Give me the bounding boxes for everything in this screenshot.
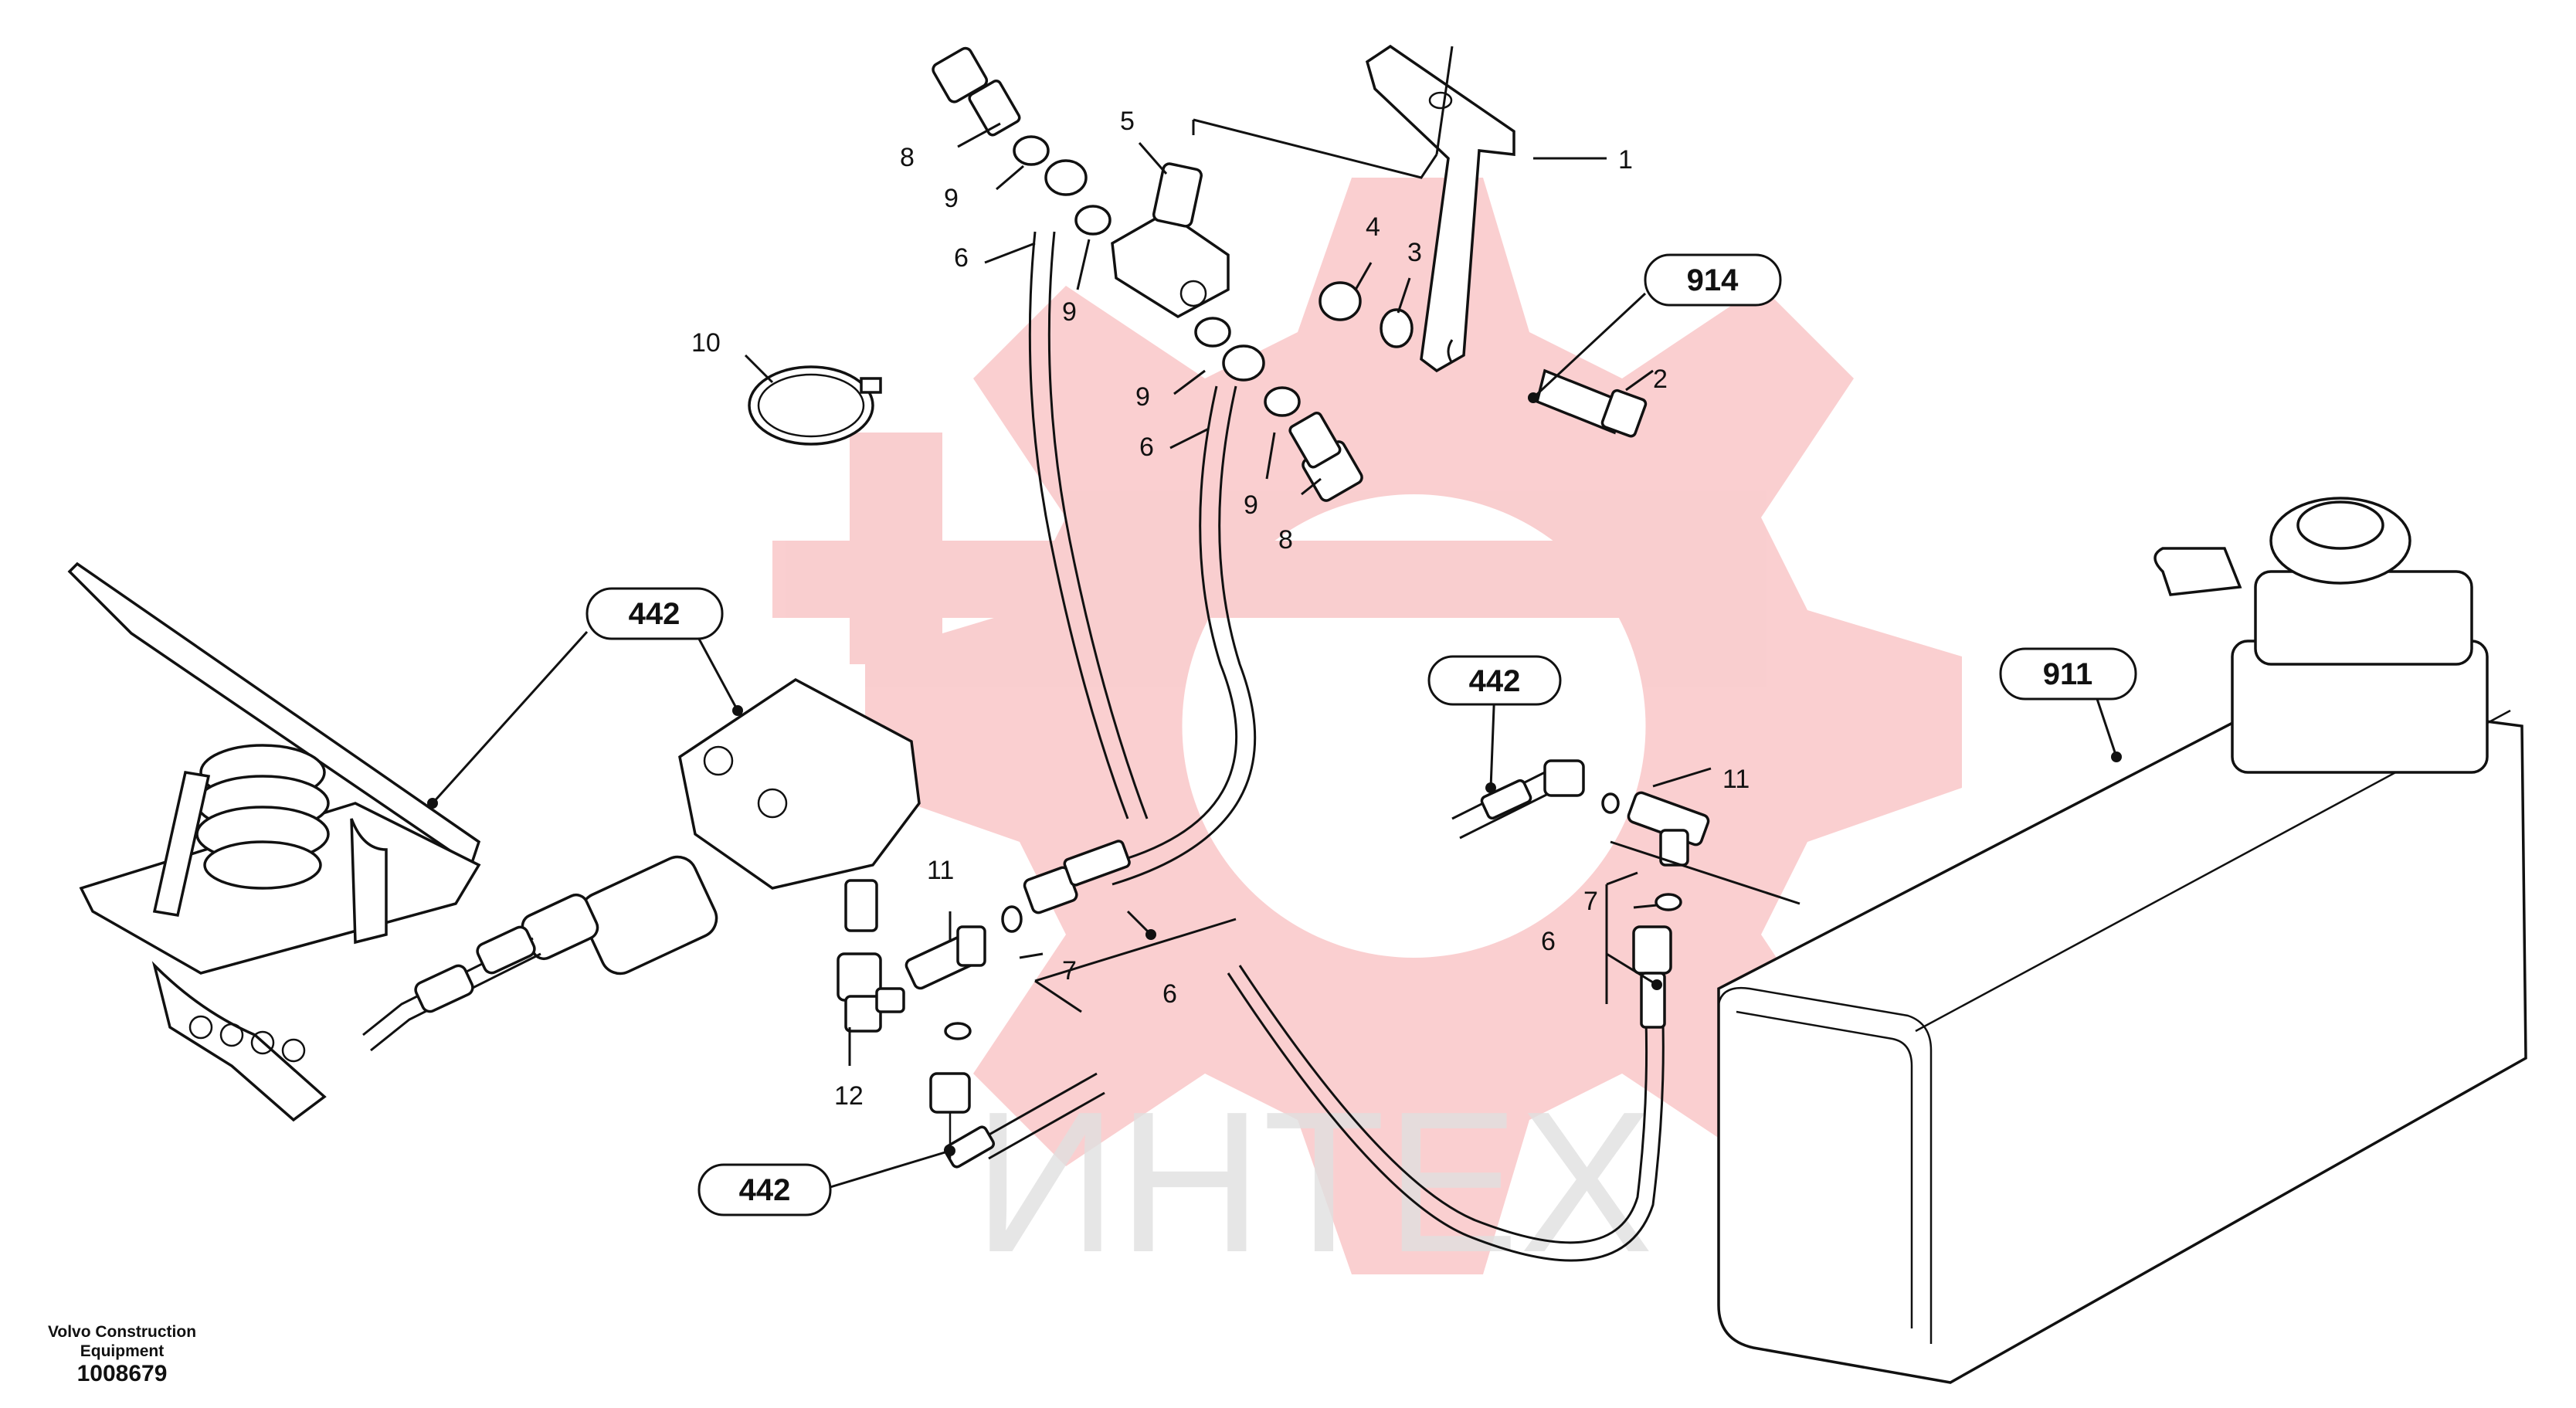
svg-text:12: 12 <box>834 1081 864 1111</box>
callout-labels: 1 2 3 4 5 6 6 6 6 7 7 8 8 9 9 9 9 10 11 … <box>691 107 1750 1111</box>
bracket <box>1365 44 1515 373</box>
svg-text:7: 7 <box>1583 887 1598 916</box>
adapter-fitting <box>844 879 878 932</box>
svg-text:6: 6 <box>954 243 969 273</box>
footer: Volvo Construction Equipment 1008679 <box>22 1322 222 1387</box>
svg-text:9: 9 <box>1244 490 1258 520</box>
watermark-gear-icon <box>772 178 1962 1274</box>
svg-text:9: 9 <box>1135 382 1150 412</box>
tee-fitting-left <box>904 925 986 990</box>
svg-text:10: 10 <box>691 328 721 358</box>
ref-911: 911 <box>1999 647 2137 701</box>
drawing-number: 1008679 <box>76 1361 168 1386</box>
svg-text:442: 442 <box>739 1173 791 1207</box>
elbow-fitting <box>837 952 905 1033</box>
tee-fitting-right <box>1627 791 1710 867</box>
svg-text:7: 7 <box>1062 956 1077 986</box>
fuel-pump <box>2153 497 2489 774</box>
svg-text:914: 914 <box>1687 263 1739 297</box>
svg-text:6: 6 <box>1541 927 1556 956</box>
svg-text:9: 9 <box>944 184 959 213</box>
svg-text:5: 5 <box>1120 107 1135 136</box>
watermark-text: ИНТЕХ <box>973 1070 1653 1294</box>
bolt <box>1535 368 1648 438</box>
brake-hose-middle <box>1023 385 1257 914</box>
svg-text:4: 4 <box>1366 212 1380 242</box>
svg-text:6: 6 <box>1139 433 1154 462</box>
company-name: Volvo Construction Equipment <box>47 1323 197 1360</box>
ref-442-right: 442 <box>1427 655 1562 706</box>
foot-pedal <box>67 562 481 1122</box>
nut <box>1319 281 1362 321</box>
ref-914: 914 <box>1644 253 1782 307</box>
leader-lines <box>431 46 2118 1191</box>
svg-text:9: 9 <box>1062 297 1077 327</box>
washer <box>1380 308 1414 348</box>
ref-442-bottom: 442 <box>697 1163 832 1216</box>
svg-text:3: 3 <box>1407 238 1422 267</box>
o-rings <box>944 792 1682 1040</box>
svg-text:6: 6 <box>1162 979 1177 1009</box>
svg-text:442: 442 <box>629 597 680 631</box>
svg-text:442: 442 <box>1469 664 1521 698</box>
banjo-bolt-upper <box>932 46 1021 137</box>
svg-text:2: 2 <box>1653 365 1668 394</box>
svg-text:11: 11 <box>1722 765 1750 794</box>
ref-442-left: 442 <box>585 587 724 640</box>
svg-text:11: 11 <box>927 856 954 885</box>
brake-line-lower <box>929 1072 1105 1169</box>
svg-text:8: 8 <box>1278 525 1293 555</box>
fuel-tank <box>1717 694 2527 1384</box>
svg-text:1: 1 <box>1618 145 1633 175</box>
svg-text:911: 911 <box>2043 657 2093 691</box>
svg-text:8: 8 <box>900 143 915 172</box>
brake-line-right <box>1451 759 1585 840</box>
valve-block <box>1111 162 1230 319</box>
sealing-washers <box>1013 135 1301 417</box>
hose-clamp <box>748 365 882 446</box>
leader-dots <box>427 392 2122 1156</box>
brake-hose-left <box>1028 231 1149 819</box>
banjo-bolt-lower <box>1288 411 1363 502</box>
brake-valve <box>362 677 921 1052</box>
